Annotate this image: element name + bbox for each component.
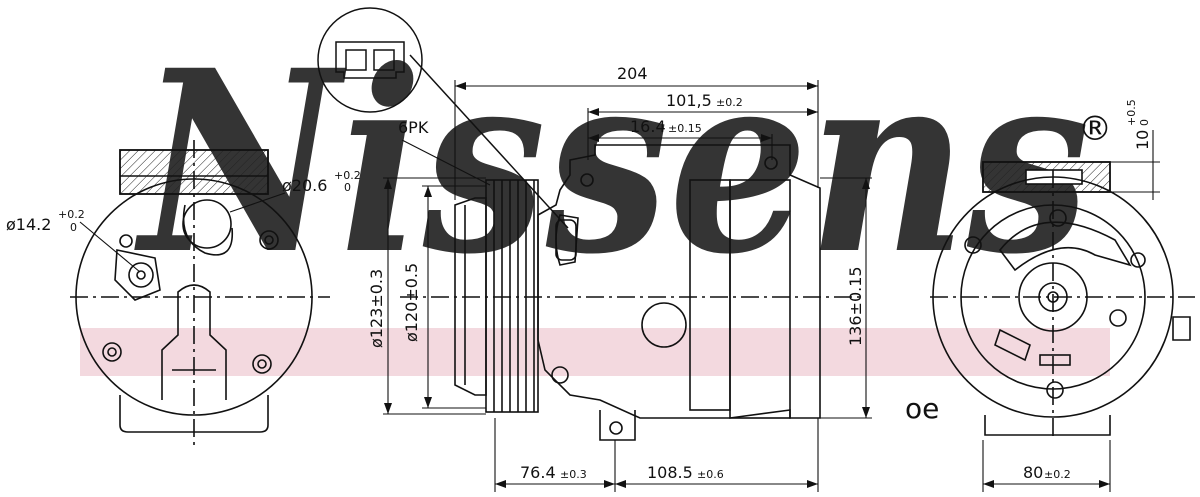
connector-callout [317, 7, 569, 229]
right-dimension-lines [982, 130, 1160, 492]
port-large-dimension: ø20.6 [282, 176, 327, 195]
watermark-registered-mark: ® [1078, 109, 1112, 149]
watermark-band [80, 328, 1110, 376]
dim-offset-a: 101,5 [666, 91, 712, 110]
dim-pulley-outer: ø123±0.3 [367, 269, 386, 348]
dim-offset-a-tol: ±0.2 [716, 96, 743, 109]
dim-top-right-tol-bottom: 0 [1138, 119, 1151, 126]
port-small-tol-bottom: 0 [70, 221, 77, 234]
port-large-tol-top: +0.2 [334, 169, 361, 182]
dimension-arrowheads [384, 82, 1110, 488]
watermark: Nissens ® [80, 15, 1112, 376]
dim-top-right-tol-top: +0.5 [1125, 99, 1138, 126]
credit-mark: oe [905, 392, 939, 425]
right-view [930, 161, 1195, 440]
left-view-leaders [79, 192, 286, 273]
port-large-tol-bottom: 0 [344, 181, 351, 194]
middle-dimension-lines [383, 80, 872, 492]
dim-offset-b: 16.4 [630, 117, 666, 136]
dim-overall-length: 204 [617, 64, 648, 83]
dim-pulley-inner: ø120±0.5 [402, 263, 421, 342]
dim-bottom-right: 80 [1023, 463, 1043, 482]
dim-bottom-left-tol: ±0.3 [560, 468, 587, 481]
dim-bottom-mid-tol: ±0.6 [697, 468, 724, 481]
dim-bottom-left: 76.4 [520, 463, 556, 482]
belt-profile-label: 6PK [398, 118, 429, 137]
dim-offset-b-tol: ±0.15 [668, 122, 702, 135]
middle-view [400, 144, 860, 441]
dim-bottom-right-tol: ±0.2 [1044, 468, 1071, 481]
dim-height: 136±0.15 [846, 266, 865, 346]
dim-top-right: 10 [1133, 130, 1152, 150]
port-small-tol-top: +0.2 [58, 208, 85, 221]
left-view [70, 140, 330, 450]
port-small-dimension: ø14.2 [6, 215, 51, 234]
dim-bottom-mid: 108.5 [647, 463, 693, 482]
watermark-brand: Nissens [134, 15, 1090, 309]
